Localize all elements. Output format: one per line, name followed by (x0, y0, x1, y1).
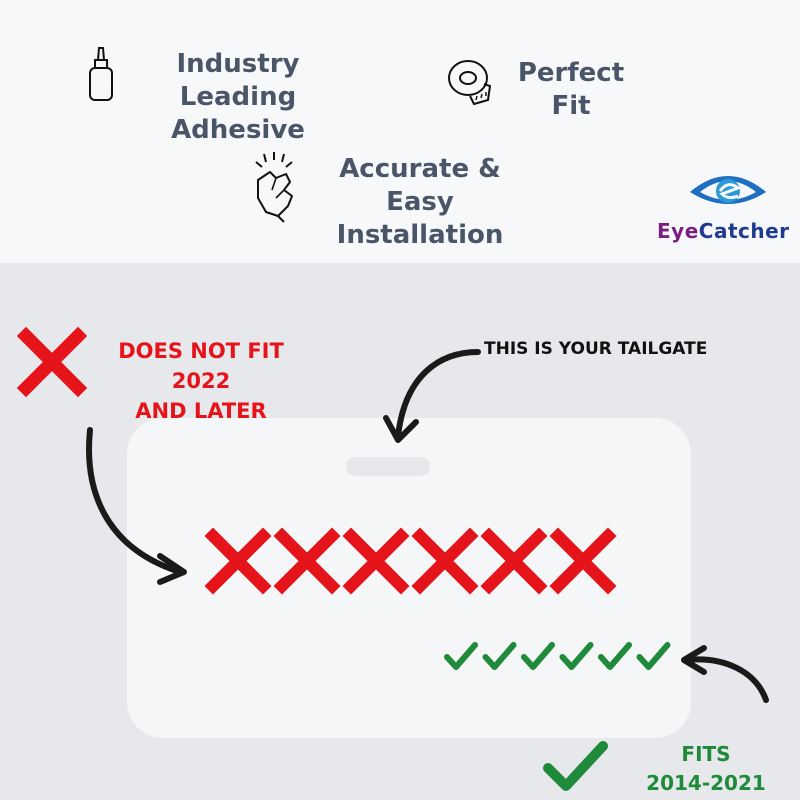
tailgate-label: THIS IS YOUR TAILGATE (484, 339, 708, 359)
green-check-mark-icon (636, 642, 671, 670)
logo-part-catcher: Catcher (698, 219, 790, 243)
feature-perfect-fit: Perfect Fit (496, 57, 646, 123)
feature-installation-line2: Installation (336, 220, 504, 250)
does-not-fit-line2: AND LATER (135, 399, 267, 423)
curved-arrow-icon (86, 427, 187, 585)
finger-snap-icon (255, 152, 293, 223)
red-x-mark-icon (342, 527, 410, 595)
curved-arrow-icon (681, 645, 769, 703)
green-check-mark-icon (598, 642, 632, 670)
fits-label: FITS 2014-2021 (636, 740, 776, 798)
feature-adhesive-line2: Adhesive (171, 115, 305, 145)
green-check-mark-icon (482, 642, 517, 670)
red-x-mark-icon (411, 527, 479, 595)
eyecatcher-logo-text: EyeCatcher (657, 219, 790, 243)
feature-adhesive: Industry Leading Adhesive (122, 48, 354, 147)
big-green-check-icon (543, 741, 608, 791)
does-not-fit-line1: DOES NOT FIT 2022 (118, 339, 284, 393)
features-panel (0, 0, 800, 263)
red-x-mark-icon (480, 527, 548, 595)
fits-line1: FITS (681, 742, 731, 766)
red-x-mark-icon (204, 527, 272, 595)
tailgate-handle (346, 457, 430, 476)
green-check-mark-icon (521, 642, 555, 670)
glue-bottle-icon (89, 47, 113, 101)
feature-adhesive-line1: Industry Leading (176, 49, 300, 112)
green-check-row (444, 642, 671, 670)
red-x-mark-icon (273, 527, 341, 595)
feature-perfect-fit-line1: Perfect Fit (517, 58, 625, 121)
green-check-mark-icon (444, 642, 478, 670)
fits-line2: 2014-2021 (646, 771, 766, 795)
measuring-tape-icon (448, 60, 492, 106)
feature-installation-line1: Accurate & Easy (339, 154, 501, 217)
red-x-mark-icon (549, 527, 617, 595)
feature-installation: Accurate & Easy Installation (305, 153, 535, 252)
eyecatcher-logo-icon (690, 176, 766, 204)
curved-arrow-icon (383, 349, 481, 443)
big-red-x-icon (16, 326, 88, 398)
red-x-row (204, 527, 617, 595)
logo-part-eye: Eye (657, 219, 699, 243)
does-not-fit-label: DOES NOT FIT 2022 AND LATER (96, 336, 306, 426)
green-check-mark-icon (559, 642, 594, 670)
